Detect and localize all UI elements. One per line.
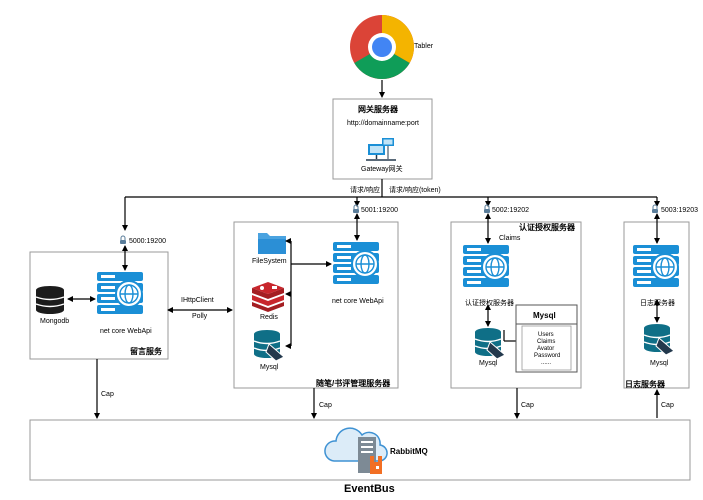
port-5001: 5001:19200 <box>361 207 398 214</box>
table-row-more: ...... <box>541 360 552 366</box>
mongodb-label: Mongodb <box>40 318 70 325</box>
gateway-caption: Gateway网关 <box>361 166 403 173</box>
lock-icon-5000 <box>119 235 127 245</box>
essay-webapi-label: net core WebApi <box>332 298 384 305</box>
mongodb-icon <box>35 286 65 314</box>
claims-label: Claims <box>499 235 521 242</box>
gateway-routing-lines <box>122 179 660 231</box>
essay-storage-lines <box>285 238 332 349</box>
ihttpclient-label: IHttpClient <box>181 297 214 304</box>
eventbus-title: EventBus <box>344 483 395 495</box>
auth-mysql-label: Mysql <box>479 360 498 367</box>
log-server-label: 日志服务器 <box>640 300 675 307</box>
browser-label: Tabler <box>414 43 434 50</box>
message-service-title: 留言服务 <box>130 347 162 356</box>
folder-icon <box>258 233 286 254</box>
lock-icon-5001 <box>352 204 360 214</box>
auth-server-label: 认证授权服务器 <box>465 300 514 307</box>
port-5003: 5003:19203 <box>661 207 698 214</box>
log-mysql-label: Mysql <box>650 360 669 367</box>
mysql-table-box <box>515 304 578 373</box>
cap-label-2: Cap <box>319 402 332 409</box>
essay-mysql-icon <box>253 329 285 362</box>
gateway-request-right: 请求/响应(token) <box>389 187 441 194</box>
rabbitmq-label: RabbitMQ <box>390 447 428 456</box>
cap-arrows <box>94 359 660 419</box>
redis-label: Redis <box>260 314 278 321</box>
port-5000: 5000:19200 <box>129 238 166 245</box>
filesystem-label: FileSystem <box>252 258 287 265</box>
lock-icon-5003 <box>651 204 659 214</box>
gateway-url: http://domainname:port <box>347 120 419 127</box>
cap-label-1: Cap <box>101 391 114 398</box>
gateway-request-left: 请求/响应 <box>350 187 380 194</box>
rabbitmq-icon <box>370 456 382 474</box>
essay-service-title: 随笔/书评管理服务器 <box>316 379 391 388</box>
message-webapi-label: net core WebApi <box>100 328 152 335</box>
cap-label-3: Cap <box>521 402 534 409</box>
redis-icon <box>252 282 284 312</box>
log-service-title: 日志服务器 <box>625 380 665 389</box>
gateway-network-icon <box>366 138 396 161</box>
auth-service-title: 认证授权服务器 <box>519 223 575 232</box>
essay-mysql-label: Mysql <box>260 364 279 371</box>
polly-label: Polly <box>192 313 208 320</box>
gateway-title: 网关服务器 <box>358 105 398 114</box>
table-row-avator: Avator <box>537 346 555 352</box>
log-mysql-icon <box>643 323 675 356</box>
lock-icon-5002 <box>483 204 491 214</box>
table-row-users: Users <box>538 332 554 338</box>
port-5002: 5002:19202 <box>492 207 529 214</box>
table-row-password: Password <box>534 353 561 359</box>
auth-mysql-icon <box>474 327 506 360</box>
mysql-table-title: Mysql <box>533 311 556 320</box>
cap-label-4: Cap <box>661 402 674 409</box>
table-row-claims: Claims <box>537 339 556 345</box>
chrome-logo-icon <box>350 15 414 79</box>
